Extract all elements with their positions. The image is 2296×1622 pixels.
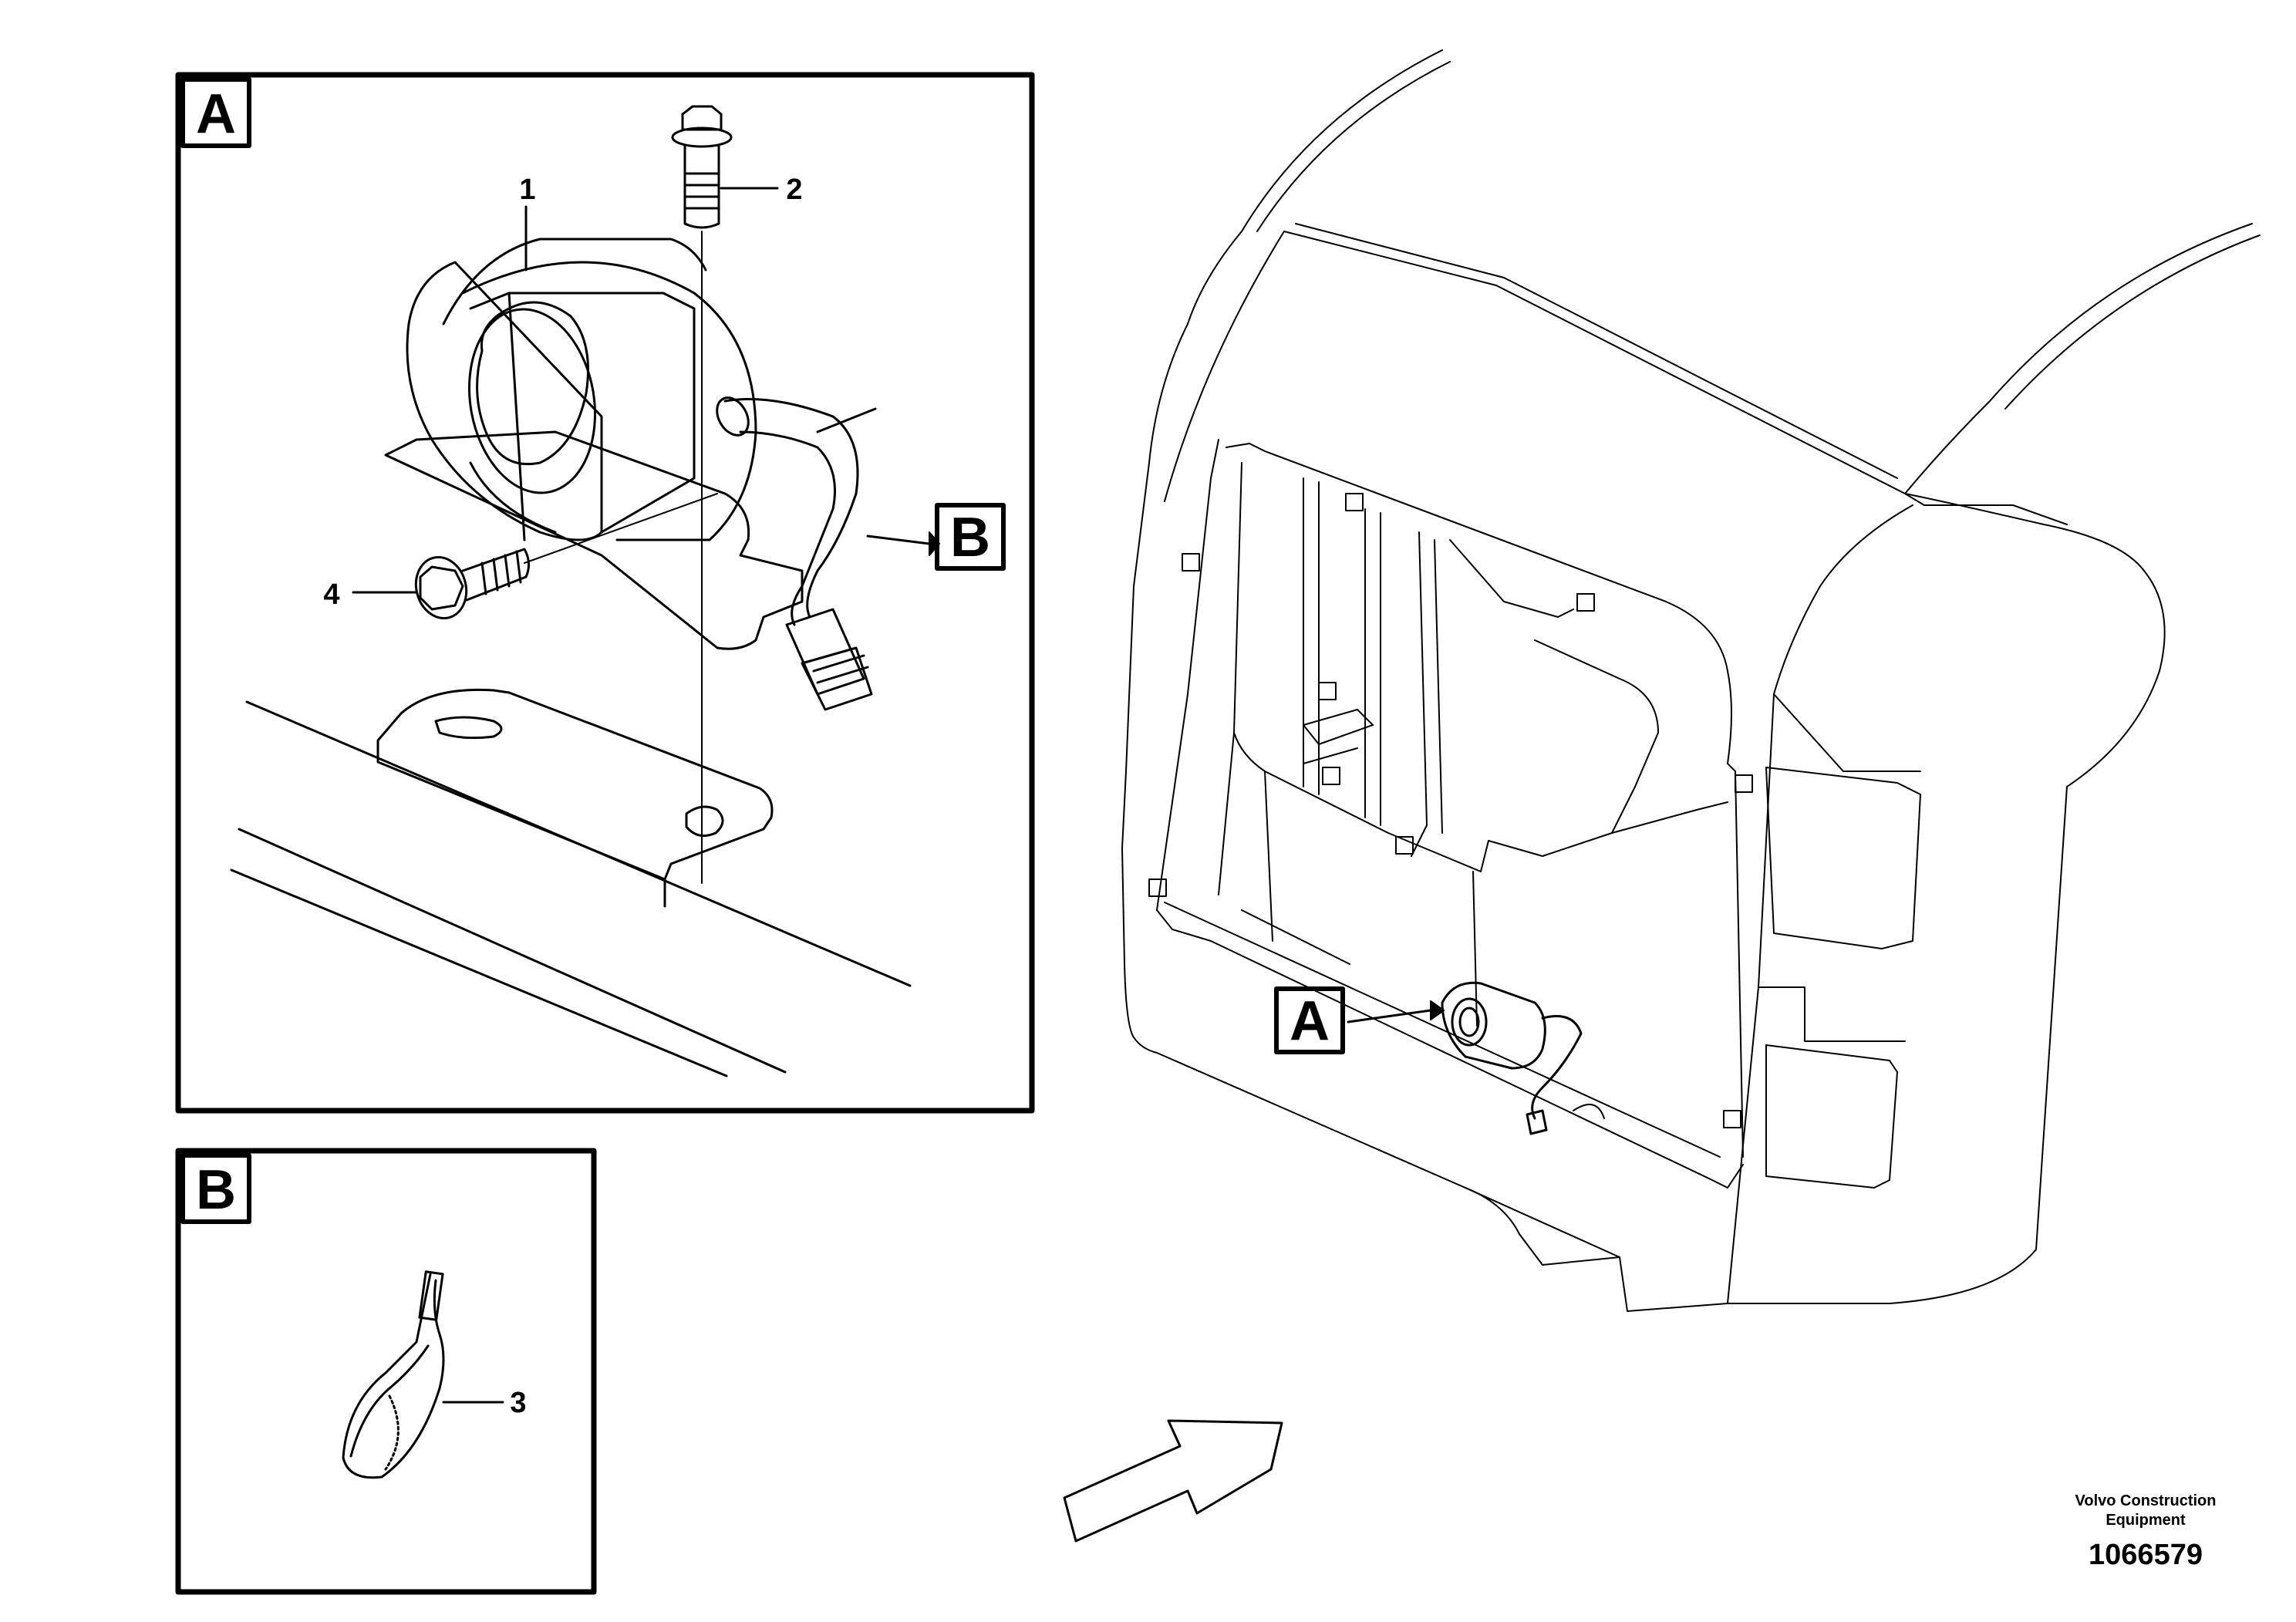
doc-number: 1066579	[2089, 1539, 2203, 1571]
harness-connector	[785, 608, 873, 711]
detail-box-a	[175, 72, 1035, 1114]
ref-tag-b-letter: B	[950, 507, 990, 568]
leader-a-arrowhead	[1430, 1000, 1445, 1020]
detail-box-b-frame	[175, 1148, 597, 1595]
detail-box-b-tag	[180, 1153, 251, 1224]
flange-bolt-item-4	[414, 548, 530, 620]
detail-box-a-frame	[175, 72, 1035, 1114]
backup-alarm-item-1	[384, 238, 804, 650]
detail-box-b-letter: B	[196, 1159, 236, 1221]
leader-b-arrowhead	[929, 531, 940, 556]
detail-box-b	[175, 1148, 597, 1595]
ref-tag-a-frame	[1274, 986, 1345, 1054]
detail-box-a-tag	[180, 77, 251, 148]
callout-1: 1	[519, 174, 535, 206]
footer-company-line2: Equipment	[2106, 1512, 2186, 1529]
leader-b	[866, 534, 931, 545]
ref-tag-b-frame	[935, 503, 1006, 571]
footer-company-line1: Volvo Construction	[2075, 1492, 2217, 1509]
ref-tag-a-letter: A	[1290, 990, 1330, 1052]
callout-3: 3	[510, 1387, 526, 1419]
detail-box-a-letter: A	[196, 83, 236, 145]
callout-4: 4	[323, 578, 339, 611]
item-4-axis-line	[524, 493, 718, 564]
mounting-rail	[230, 700, 912, 1077]
view-direction-arrow	[1063, 1419, 1283, 1543]
frame-bolts	[1148, 493, 1753, 1128]
mounting-bracket	[376, 688, 774, 908]
callout-2: 2	[786, 174, 802, 206]
overview-alarm	[1441, 981, 1583, 1135]
wiring-harness	[716, 396, 877, 626]
flange-bolt-item-2	[671, 105, 733, 229]
leader-a	[1347, 1009, 1432, 1023]
machine-overview	[1121, 49, 2261, 1312]
cable-tie-item-3	[342, 1270, 445, 1479]
